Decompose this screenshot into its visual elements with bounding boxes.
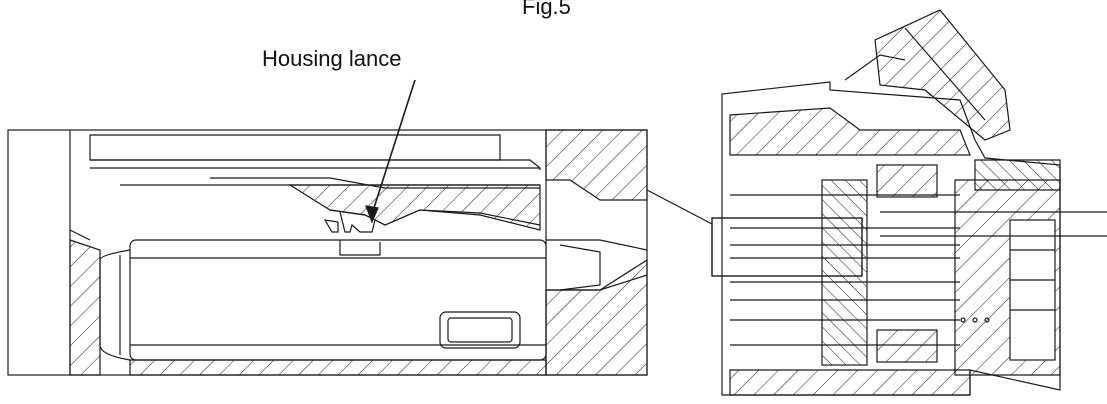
detail-reference-box <box>711 217 863 277</box>
connector-assembly <box>711 9 1107 396</box>
detail-leader-line <box>646 189 713 225</box>
figure-title: Fig.5 <box>522 0 571 19</box>
housing-lance-label: Housing lance <box>262 46 402 71</box>
detail-view <box>7 79 648 376</box>
